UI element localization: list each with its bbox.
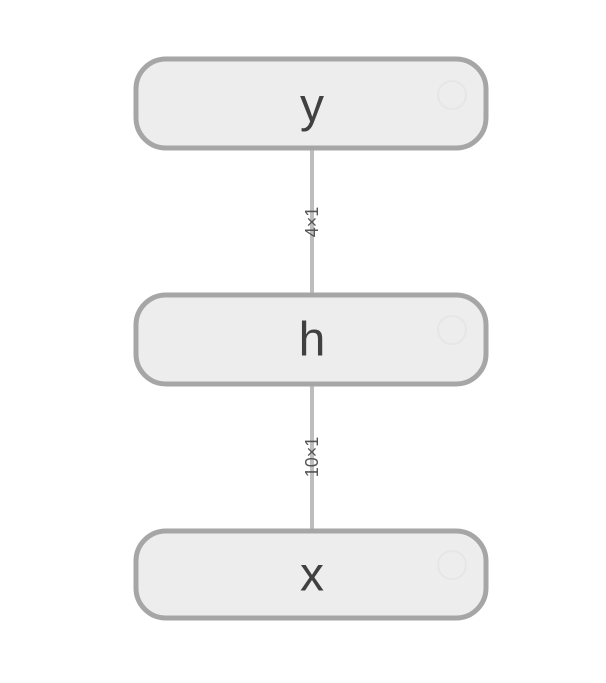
node-y-label: y [300,80,324,133]
node-h-faint-icon [437,315,467,345]
node-h-box[interactable] [133,292,489,387]
edge-label-h-to-y: 4×1 [302,207,322,238]
edge-label-x-to-h: 10×1 [302,437,322,478]
node-h[interactable]: h [133,292,489,387]
node-x-label: x [300,549,324,602]
node-y-box[interactable] [133,56,489,151]
node-h-label: h [299,314,326,367]
node-x-box[interactable] [133,528,489,621]
node-y[interactable]: y [133,56,489,151]
node-x[interactable]: x [133,528,489,621]
node-x-faint-icon [437,550,467,580]
node-y-faint-icon [437,80,467,110]
